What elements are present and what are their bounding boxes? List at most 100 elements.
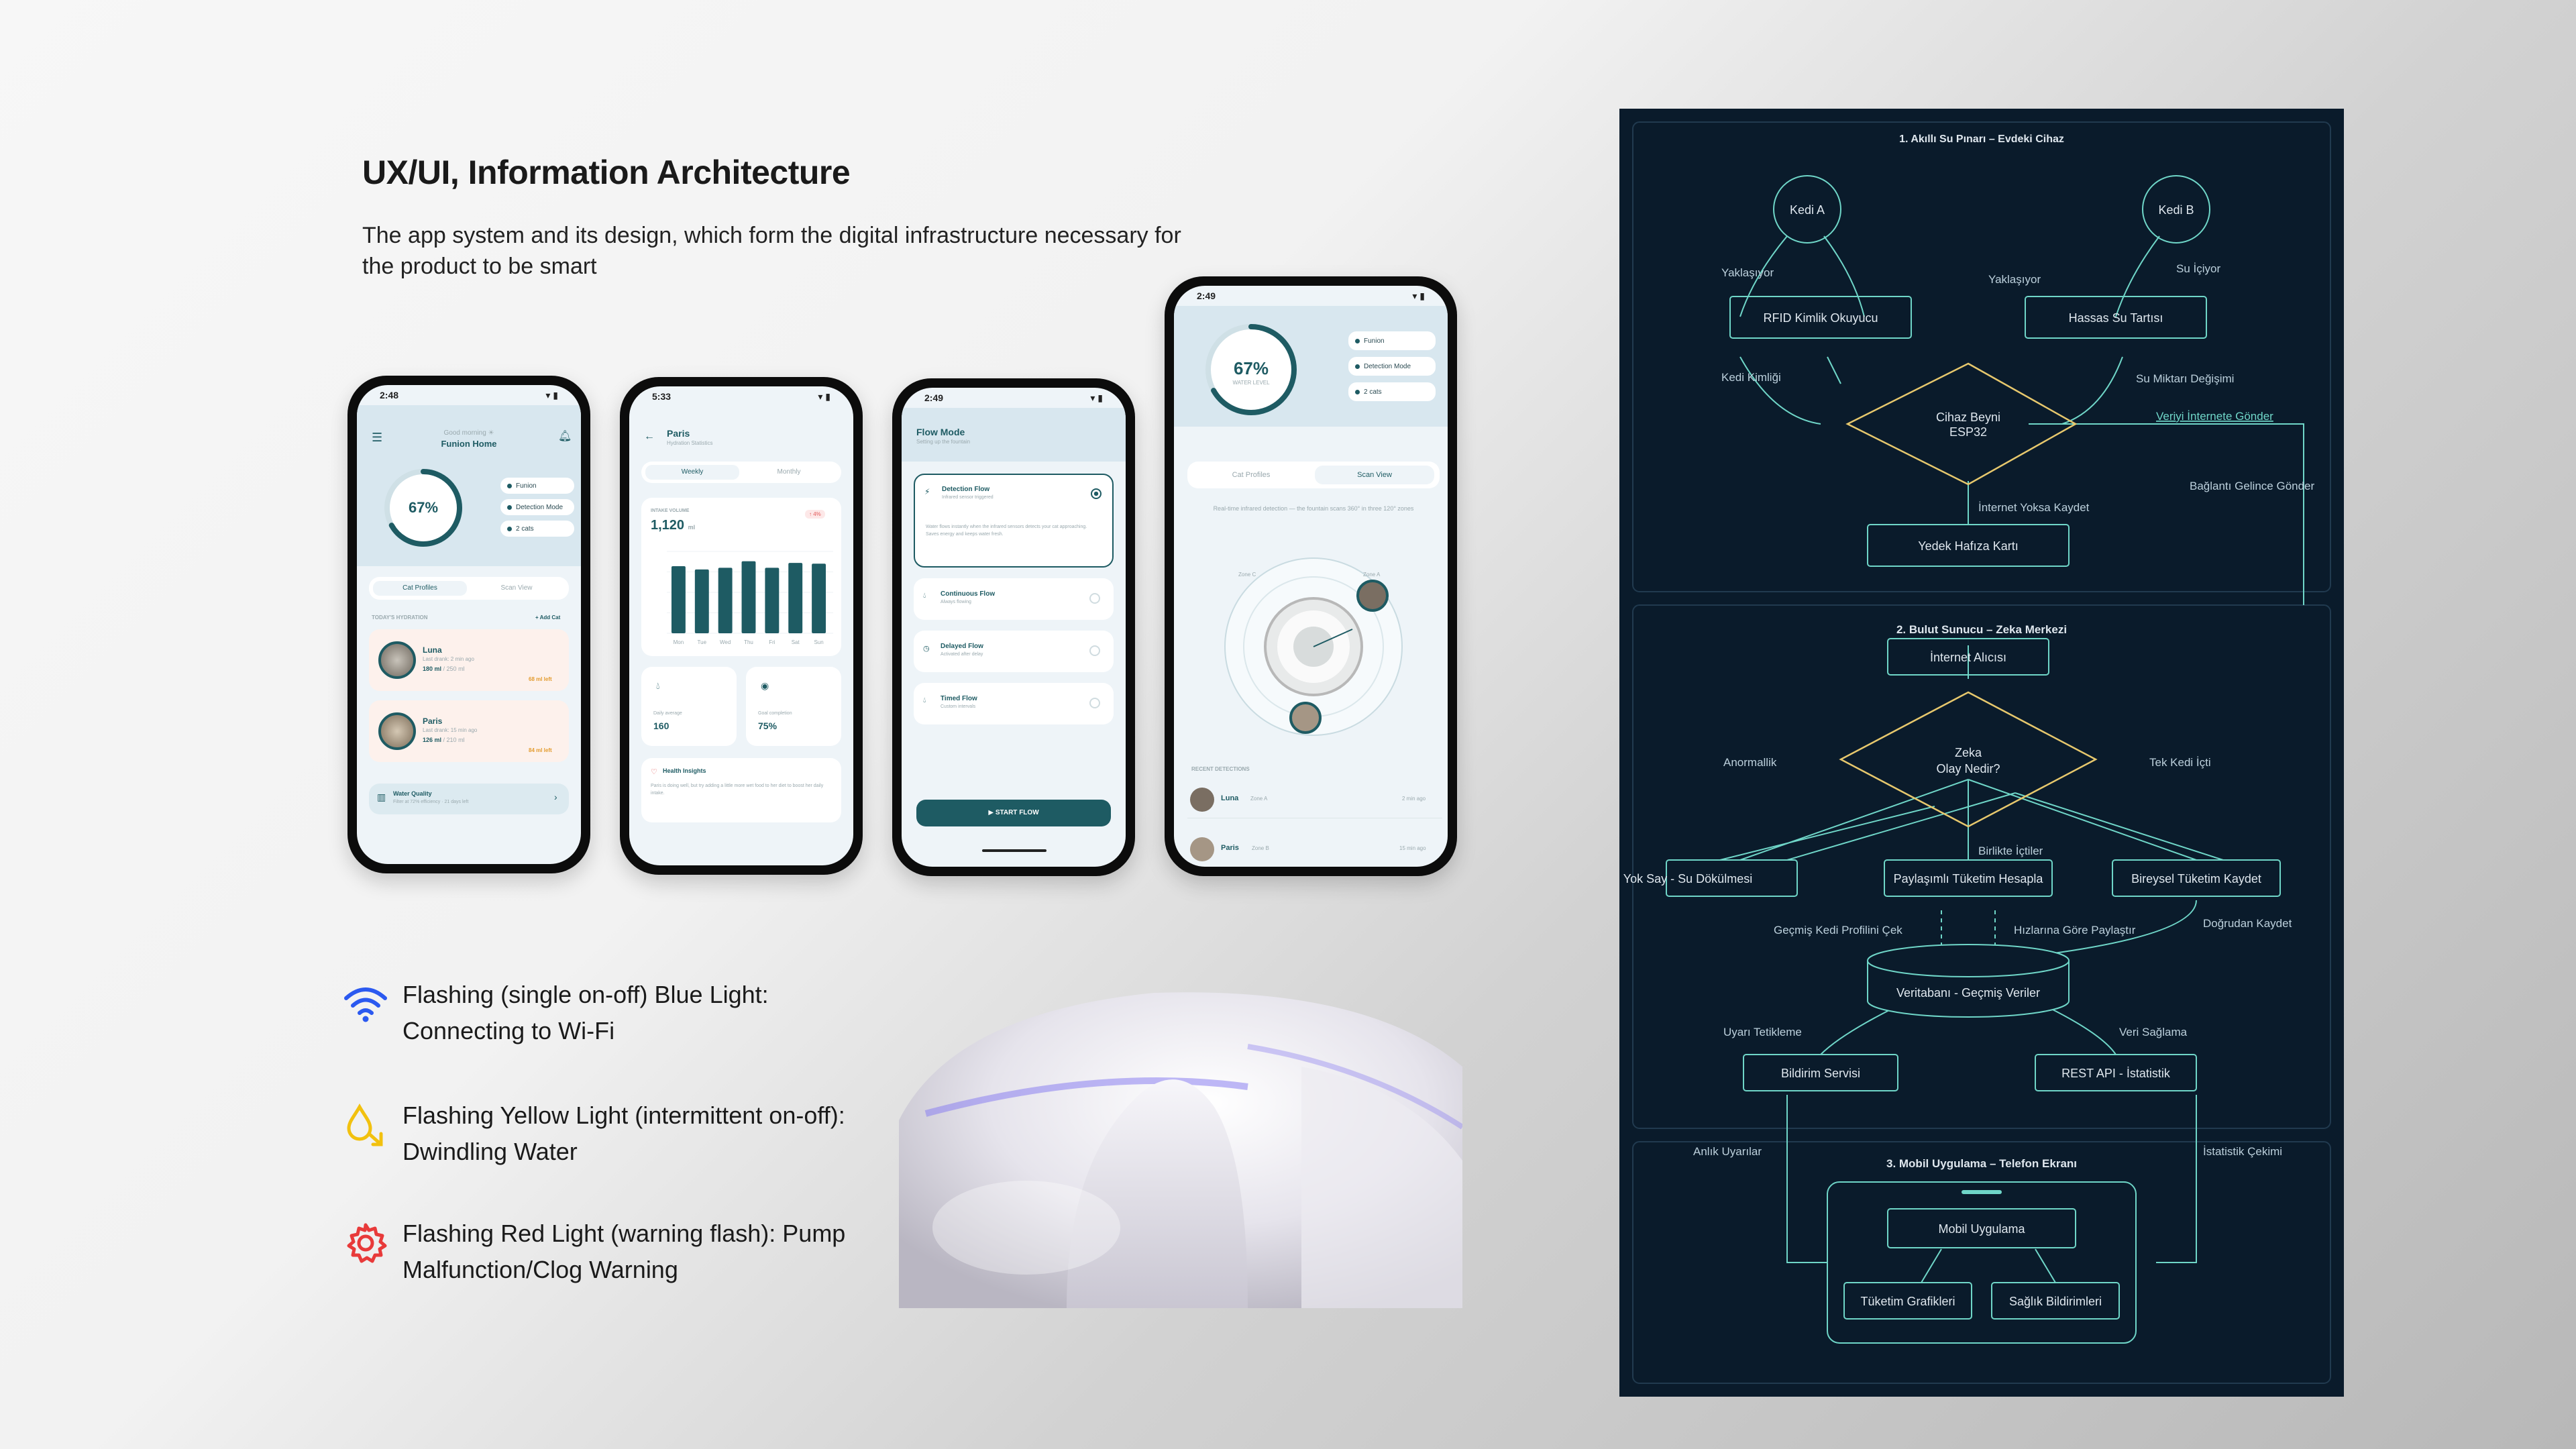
mode-detection-flow[interactable]: ⚡︎ Detection Flow Infrared sensor trigge…	[914, 474, 1114, 568]
radio-unselected[interactable]	[1089, 593, 1100, 604]
svg-text:Hızlarına Göre Paylaştır: Hızlarına Göre Paylaştır	[2014, 924, 2136, 936]
avatar	[1190, 788, 1214, 812]
tab-scan-view[interactable]: Scan View	[500, 584, 533, 592]
day-label: Sun	[814, 639, 823, 645]
section-device	[1632, 121, 2331, 592]
add-cat-link[interactable]: + Add Cat	[535, 614, 561, 621]
water-level-value: 67%	[408, 499, 439, 516]
tab-cat-profiles[interactable]: Cat Profiles	[373, 581, 467, 596]
svg-text:Su İçiyor: Su İçiyor	[2176, 262, 2220, 275]
section-title: 3. Mobil Uygulama – Telefon Ekranı	[1886, 1157, 2077, 1170]
daily-average-card: 💧︎ Daily average 160	[641, 667, 737, 746]
radio-unselected[interactable]	[1089, 645, 1100, 656]
tab-weekly[interactable]: Weekly	[645, 465, 739, 480]
clock-icon: ◷	[923, 645, 930, 653]
page-subtitle: The app system and its design, which for…	[362, 223, 1181, 279]
phone-home-screen: 2:48▾ ▮ ☰ 🔔︎ Good morning ☀ Funion Home …	[357, 385, 581, 864]
svg-text:Kedi B: Kedi B	[2158, 203, 2194, 217]
back-arrow-icon[interactable]: ←	[644, 431, 655, 442]
svg-text:Kedi Kimliği: Kedi Kimliği	[1721, 371, 1781, 384]
svg-text:Sağlık Bildirimleri: Sağlık Bildirimleri	[2009, 1295, 2102, 1308]
svg-text:İnternet Yoksa Kaydet: İnternet Yoksa Kaydet	[1978, 501, 2090, 514]
day-label: Thu	[744, 639, 753, 645]
detection-row[interactable]: Luna Zone A 2 min ago	[1187, 780, 1442, 818]
svg-text:Mobil Uygulama: Mobil Uygulama	[1938, 1222, 2025, 1236]
svg-text:Yaklaşıyor: Yaklaşıyor	[1721, 266, 1774, 279]
light-text: Flashing Red Light (warning flash): Pump…	[402, 1220, 846, 1283]
day-label: Mon	[674, 639, 684, 645]
cat-b-node	[2142, 175, 2210, 244]
chip-funion[interactable]: Funion	[500, 478, 574, 494]
intake-bar	[765, 568, 780, 633]
water-drop-icon: 💧︎	[923, 592, 926, 600]
section-title: 2. Bulut Sunucu – Zeka Merkezi	[1896, 623, 2067, 636]
radio-unselected[interactable]	[1089, 698, 1100, 708]
svg-text:Veri Sağlama: Veri Sağlama	[2119, 1026, 2188, 1038]
health-insights-card[interactable]: ♡ Health Insights Paris is doing well, b…	[641, 758, 841, 822]
heart-icon: ♡	[651, 768, 657, 776]
water-drop-icon	[347, 1103, 383, 1146]
chip-cats[interactable]: 2 cats	[500, 521, 574, 537]
svg-text:Olay Nedir?: Olay Nedir?	[1936, 762, 2000, 775]
cat-a-node	[1773, 175, 1841, 244]
svg-text:İstatistik Çekimi: İstatistik Çekimi	[2203, 1145, 2282, 1158]
start-flow-button[interactable]: ▶ START FLOW	[916, 800, 1111, 826]
period-tabs: Weekly Monthly	[641, 462, 841, 483]
mode-continuous-flow[interactable]: 💧︎ Continuous Flow Always flowing	[914, 578, 1114, 620]
light-text: Flashing (single on-off) Blue Light: Con…	[402, 981, 769, 1044]
zone-label: Zone A	[1363, 572, 1381, 578]
page-title: UX/UI, Information Architecture	[362, 154, 851, 191]
scan-radar	[1224, 557, 1403, 736]
avatar	[378, 712, 416, 750]
filter-icon: ▥	[377, 792, 386, 802]
svg-text:Hassas Su Tartısı: Hassas Su Tartısı	[2069, 311, 2163, 325]
cat-card-paris[interactable]: Paris Last drank: 15 min ago 126 ml / 21…	[369, 700, 569, 762]
status-bar: 2:49▾ ▮	[924, 392, 1103, 404]
svg-text:Uyarı Tetikleme: Uyarı Tetikleme	[1723, 1026, 1802, 1038]
radio-selected[interactable]	[1091, 488, 1102, 499]
target-icon: ◉	[761, 680, 769, 691]
section-mobile	[1632, 1141, 2331, 1384]
avatar	[1190, 837, 1214, 861]
svg-text:Tüketim Grafikleri: Tüketim Grafikleri	[1860, 1295, 1955, 1308]
home-name: Funion Home	[441, 439, 497, 449]
chip-cats[interactable]: 2 cats	[1348, 382, 1436, 401]
detection-row[interactable]: Paris Zone B 15 min ago	[1187, 829, 1442, 867]
goal-completion-card: ◉ Goal completion 75%	[746, 667, 841, 746]
fountain-render-image	[899, 986, 1462, 1308]
svg-text:Yaklaşıyor: Yaklaşıyor	[1988, 273, 2041, 286]
mode-delayed-flow[interactable]: ◷ Delayed Flow Activated after delay	[914, 631, 1114, 672]
svg-text:Cihaz Beyni: Cihaz Beyni	[1936, 411, 2000, 424]
avatar	[378, 641, 416, 679]
mode-timed-flow[interactable]: 💧︎ Timed Flow Custom intervals	[914, 683, 1114, 724]
svg-text:Birlikte İçtiler: Birlikte İçtiler	[1978, 845, 2043, 857]
water-drop-icon: 💧︎	[656, 680, 660, 691]
menu-icon[interactable]: ☰	[372, 431, 383, 444]
svg-text:Yok Say - Su Dökülmesi: Yok Say - Su Dökülmesi	[1623, 872, 1752, 885]
cat-card-luna[interactable]: Luna Last drank: 2 min ago 180 ml / 250 …	[369, 629, 569, 691]
notification-bell-icon[interactable]: 🔔︎	[558, 431, 572, 442]
svg-text:Geçmiş Kedi Profilini Çek: Geçmiş Kedi Profilini Çek	[1774, 924, 1902, 936]
water-drop-icon: 💧︎	[923, 696, 926, 704]
phone-home: 2:48▾ ▮ ☰ 🔔︎ Good morning ☀ Funion Home …	[347, 376, 590, 873]
chip-detection-mode[interactable]: Detection Mode	[1348, 357, 1436, 376]
phone-statistics-screen: 5:33▾ ▮ ← Paris Hydration Statistics Wee…	[629, 386, 853, 865]
tab-scan-view[interactable]: Scan View	[1315, 466, 1434, 484]
water-quality-card[interactable]: ▥ Water Quality Filter at 72% efficiency…	[369, 784, 569, 814]
tab-monthly[interactable]: Monthly	[777, 468, 801, 476]
phone-statistics: 5:33▾ ▮ ← Paris Hydration Statistics Wee…	[620, 377, 863, 875]
svg-text:Bireysel Tüketim Kaydet: Bireysel Tüketim Kaydet	[2131, 872, 2261, 885]
phone-flow-mode-screen: 2:49▾ ▮ Flow Mode Setting up the fountai…	[902, 388, 1126, 867]
gear-icon	[347, 1223, 387, 1263]
chip-detection-mode[interactable]: Detection Mode	[500, 499, 574, 515]
light-row-blue: Flashing (single on-off) Blue Light: Con…	[343, 977, 880, 1057]
tab-bar: Cat Profiles Scan View	[1187, 462, 1440, 488]
phone-scan-view-screen: 2:49▾ ▮ 67% WATER LEVEL Funion Detection…	[1174, 286, 1448, 867]
tab-cat-profiles[interactable]: Cat Profiles	[1232, 471, 1271, 479]
chip-funion[interactable]: Funion	[1348, 331, 1436, 350]
svg-text:ESP32: ESP32	[1949, 425, 1987, 439]
svg-text:Veriyi İnternete Gönder: Veriyi İnternete Gönder	[2156, 410, 2273, 423]
wifi-icon	[344, 987, 387, 1022]
recent-label: RECENT DETECTIONS	[1191, 766, 1250, 772]
